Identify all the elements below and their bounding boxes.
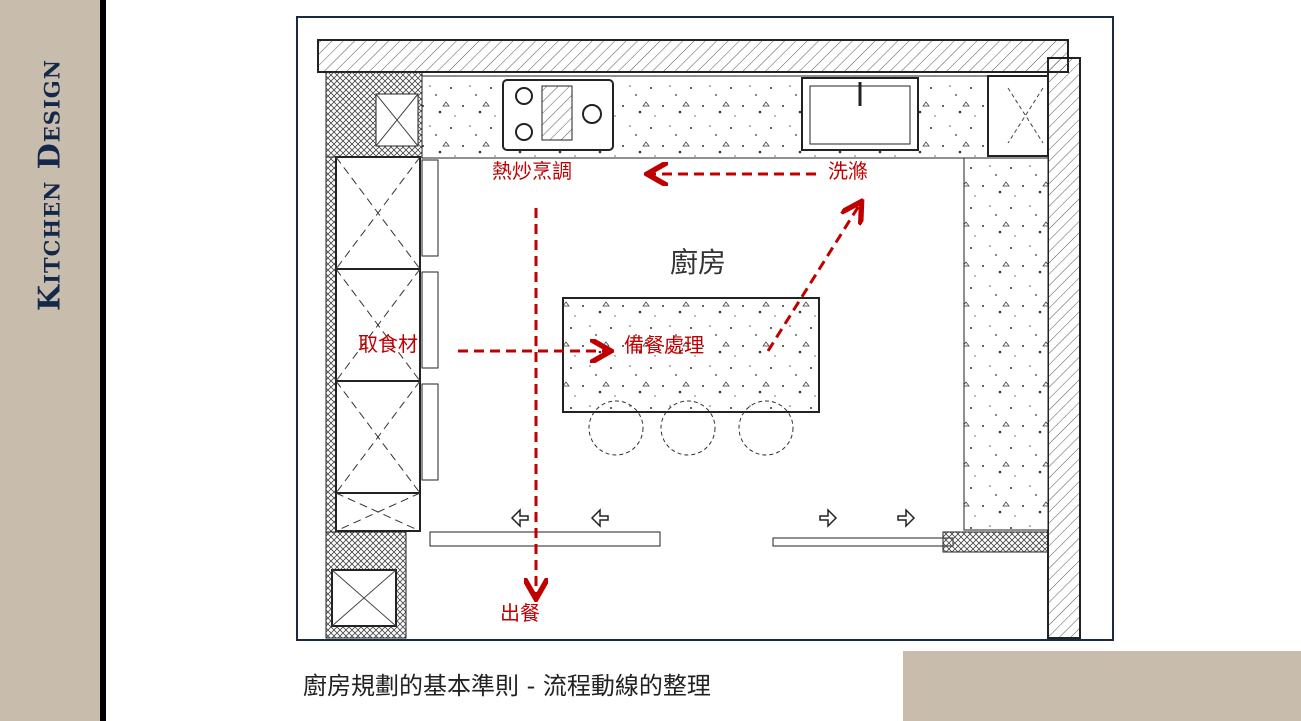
fridge-column bbox=[335, 156, 439, 532]
corner-unit bbox=[987, 75, 1049, 157]
kitchen-floor-plan: 熱炒烹調 洗滌 廚房 取食材 備餐處理 出餐 bbox=[317, 39, 1081, 639]
side-counter bbox=[963, 157, 1049, 531]
slide-caption: 廚房規劃的基本準則 - 流程動線的整理 bbox=[303, 672, 711, 700]
top-wall bbox=[317, 39, 1069, 73]
sidebar: Kitchen Design bbox=[0, 0, 100, 721]
label-fetch: 取食材 bbox=[358, 332, 418, 356]
flow-lines bbox=[458, 174, 860, 596]
sliding-door-right bbox=[772, 537, 954, 547]
right-wall bbox=[1047, 57, 1081, 639]
left-wall bbox=[325, 156, 337, 533]
flow-prep-to-wash bbox=[766, 204, 860, 352]
label-room: 廚房 bbox=[670, 246, 726, 279]
decorative-block bbox=[903, 651, 1301, 721]
label-serve: 出餐 bbox=[500, 601, 540, 625]
label-cooking: 熱炒烹調 bbox=[492, 159, 572, 183]
sliding-door-left bbox=[429, 531, 661, 547]
floor-plan-frame: 熱炒烹調 洗滌 廚房 取食材 備餐處理 出餐 bbox=[296, 16, 1114, 641]
sidebar-divider bbox=[100, 0, 106, 721]
slide-title: Kitchen Design bbox=[32, 59, 68, 311]
label-washing: 洗滌 bbox=[828, 159, 868, 183]
label-prep: 備餐處理 bbox=[624, 333, 704, 357]
bar-stools bbox=[588, 400, 794, 456]
